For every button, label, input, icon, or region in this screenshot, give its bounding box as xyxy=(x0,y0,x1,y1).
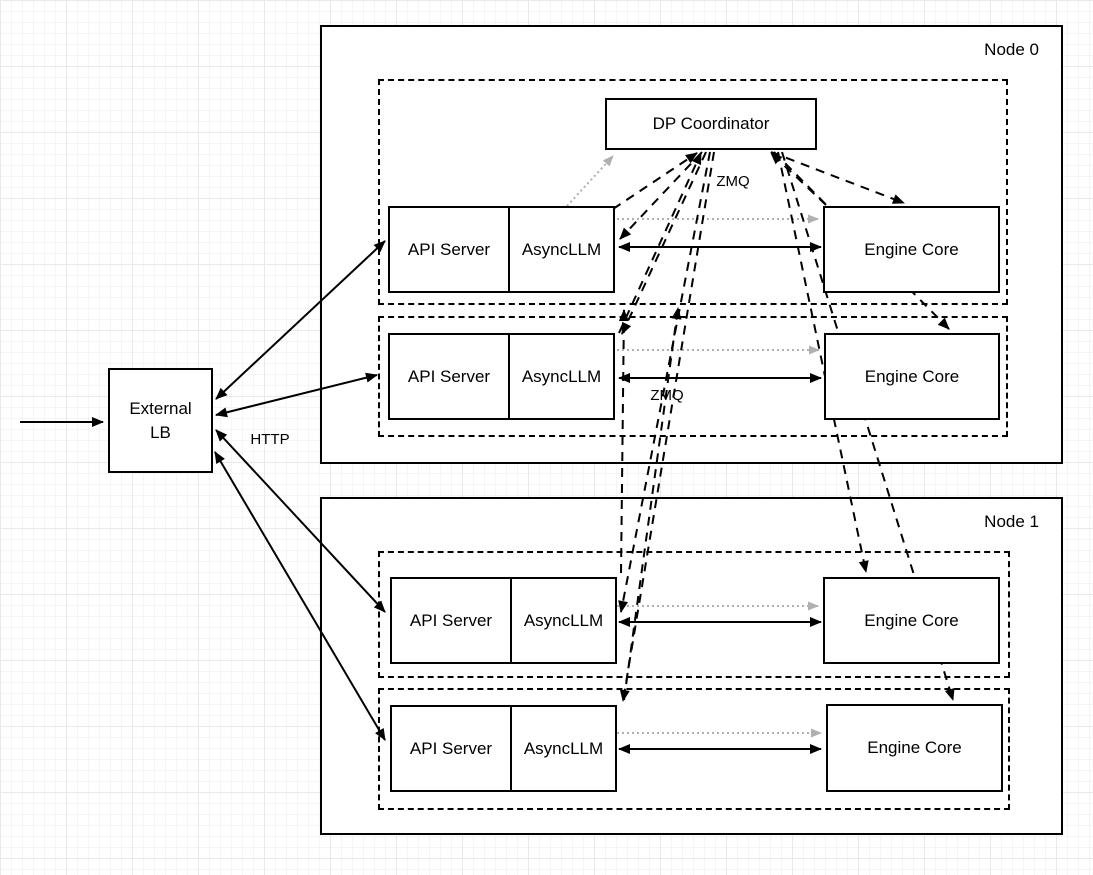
external-lb-box: External LB xyxy=(108,368,213,473)
dashed-dp-to-engine-node0-row1 xyxy=(770,151,905,204)
apiserver-asyncllm-node0-row2: API Server AsyncLLM xyxy=(388,333,615,420)
api-server-box: API Server xyxy=(390,577,512,664)
dashed-async-node1-row1-to-dp xyxy=(618,309,629,574)
engine-core-box-node0-row2: Engine Core xyxy=(824,333,1000,420)
api-server-box: API Server xyxy=(390,705,512,792)
arrow-lb-api-node0-row2 xyxy=(215,372,378,418)
dashed-dp-to-async-node0-row2 xyxy=(621,151,707,335)
engine-core-box-node1-row2: Engine Core xyxy=(826,704,1003,792)
dashed-dp-to-async-node0-row1 xyxy=(619,151,703,240)
dp-coordinator-box: DP Coordinator xyxy=(605,98,817,150)
dashed-async-node0-row2-to-dp xyxy=(618,152,702,334)
dashed-dp-to-async-node1-row1 xyxy=(618,151,711,613)
apiserver-asyncllm-node1-row2: API Server AsyncLLM xyxy=(390,705,617,792)
asyncllm-box: AsyncLLM xyxy=(510,577,617,664)
node1-replica2-container xyxy=(378,688,1010,810)
asyncllm-box: AsyncLLM xyxy=(508,333,615,420)
arrow-lb-api-node0-row1 xyxy=(215,240,386,400)
dashed-dp-to-async-node1-row2 xyxy=(619,151,715,702)
api-server-box: API Server xyxy=(388,206,510,293)
node0-replica1-container xyxy=(378,79,1008,305)
external-lb-label: External LB xyxy=(129,398,192,442)
zmq-edge-label-top: ZMQ xyxy=(716,173,750,190)
dashed-async-node0-row1-to-dp xyxy=(612,152,698,210)
arrow-lb-api-node1-row1 xyxy=(215,429,386,613)
node1-label: Node 1 xyxy=(984,512,1039,531)
dotted-async-dp-coordinator xyxy=(566,155,614,207)
dashed-dp-to-engine-node1-row1 xyxy=(777,151,869,573)
apiserver-asyncllm-node1-row1: API Server AsyncLLM xyxy=(390,577,617,664)
arrow-lb-api-node1-row2 xyxy=(214,451,386,741)
dashed-engine-to-dp xyxy=(770,152,827,206)
http-edge-label: HTTP xyxy=(250,431,290,448)
engine-core-box-node1-row1: Engine Core xyxy=(823,577,1000,664)
asyncllm-box: AsyncLLM xyxy=(508,206,615,293)
asyncllm-box: AsyncLLM xyxy=(510,705,617,792)
dashed-async-node1-row2-to-dp xyxy=(623,307,682,701)
node0-label: Node 0 xyxy=(984,40,1039,59)
api-server-box: API Server xyxy=(388,333,510,420)
zmq-edge-label-row2: ZMQ xyxy=(650,387,684,404)
engine-core-box-node0-row1: Engine Core xyxy=(823,206,1000,293)
apiserver-asyncllm-node0-row1: API Server AsyncLLM xyxy=(388,206,615,293)
